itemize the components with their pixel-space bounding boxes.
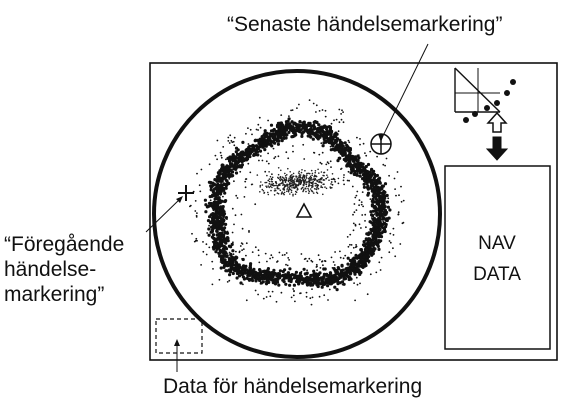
event-marker-data-label: Data för händelsemarkering — [163, 375, 422, 398]
previous-event-marker-label-2: händelse- — [4, 258, 96, 281]
previous-event-marker-label-3: markering” — [4, 283, 104, 306]
echo-ring — [189, 99, 405, 306]
previous-marker-leader — [145, 197, 182, 233]
nav-data-line-1: NAV — [478, 233, 516, 254]
event-marker-data-box — [155, 318, 203, 354]
hollow-up-arrow-icon — [486, 111, 508, 133]
data-box-arrowhead — [174, 339, 180, 346]
latest-event-marker-icon — [370, 133, 392, 155]
display-circle — [152, 69, 442, 359]
mini-track-plot-icon — [454, 67, 516, 123]
previous-event-marker-label-1: “Föregående — [4, 233, 124, 256]
latest-marker-leader — [380, 43, 429, 141]
own-ship-triangle-icon — [295, 202, 313, 218]
nav-data-line-2: DATA — [473, 264, 521, 285]
previous-event-marker-icon — [178, 185, 194, 201]
echo-blob — [251, 167, 345, 197]
latest-marker-arrowhead — [378, 134, 384, 142]
display-frame — [149, 62, 558, 361]
latest-event-marker-label: “Senaste händelsemarkering” — [227, 13, 502, 36]
nav-data-box — [444, 165, 551, 350]
solid-down-arrow-icon — [485, 136, 509, 161]
previous-marker-arrowhead — [176, 196, 183, 203]
